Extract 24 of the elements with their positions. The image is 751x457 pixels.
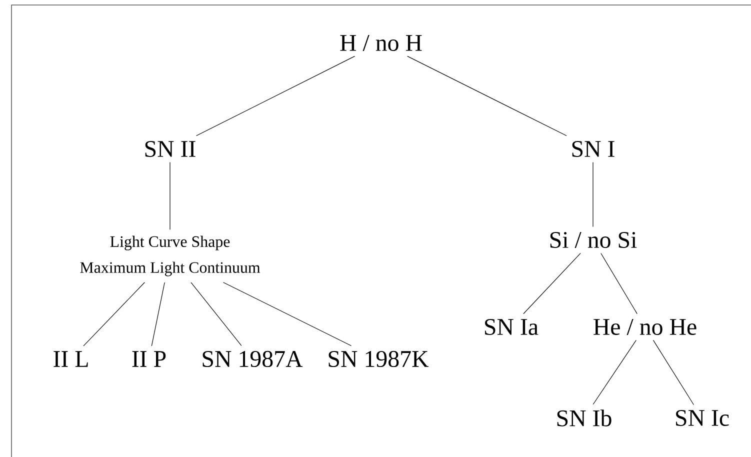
class-label: SN Ia [485,318,538,336]
decision-text: H / no H [340,35,422,51]
class-label: SN I [572,140,614,158]
tree-line [600,252,638,314]
class-label: II P [132,351,166,367]
tree-line [407,56,567,136]
class-label: SN Ib [557,410,612,426]
class-label: SN 1987A [202,350,303,368]
tree-line [190,282,242,346]
tree-line [83,282,145,346]
decision-text: Si / no Si [550,232,637,248]
criteria-text: Light Curve Shape Maximum Light Continuum [80,236,260,276]
tree-line [652,340,694,406]
class-label: II L [54,351,88,367]
tree-line [196,56,356,136]
tree-line [151,282,165,346]
tree-line [222,282,352,346]
decision-text: He / no He [594,319,696,335]
tree-line [592,340,636,405]
tree-line [592,162,594,228]
class-label: SN II [145,140,196,158]
tree-line [523,252,581,314]
class-label: SN 1987K [328,350,429,368]
class-label: SN Ic [676,410,729,426]
